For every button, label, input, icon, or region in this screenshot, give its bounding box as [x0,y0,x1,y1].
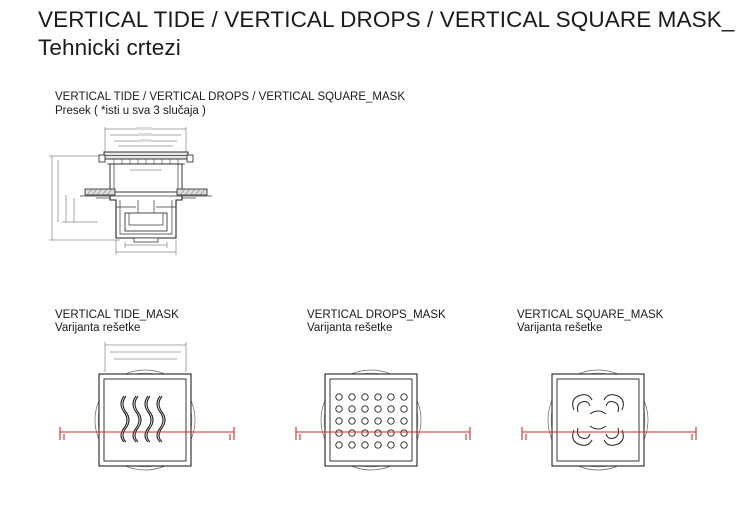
siphon-trap [109,196,183,243]
drops-grate-outer [324,373,418,467]
drops-hole-pattern [335,393,408,449]
square-variant-title: VERTICAL SQUARE_MASK [517,309,664,321]
drain-section-view [49,127,212,255]
drops-section-cut-line [295,427,471,440]
grate-frame [98,151,194,165]
tide-variant-subtitle: Varijanta rešetke [55,322,141,334]
tide-dimension-lines [104,342,187,372]
square-grate-outer [551,373,645,467]
tide-section-cut-line [59,427,235,440]
tide-wave-slots [120,395,166,443]
square-variant-subtitle: Varijanta rešetke [517,322,603,334]
drops-mask-plan [295,369,471,471]
section-title: VERTICAL TIDE / VERTICAL DROPS / VERTICA… [55,91,405,103]
page-title: VERTICAL TIDE / VERTICAL DROPS / VERTICA… [38,7,735,60]
drops-variant-title: VERTICAL DROPS_MASK [307,309,446,321]
bottom-dimension-lines [115,240,177,255]
square-section-cut-line [521,427,697,440]
flanges [80,188,212,199]
tide-variant-title: VERTICAL TIDE_MASK [55,309,179,321]
tide-mask-plan [59,342,235,471]
section-subtitle: Presek ( *isti u sva 3 slučaja ) [55,105,206,117]
drops-variant-subtitle: Varijanta rešetke [307,322,393,334]
drain-body [109,163,183,193]
top-dimension-lines [104,127,187,152]
square-mask-plan [521,369,697,471]
tide-grate-outer [98,373,192,467]
